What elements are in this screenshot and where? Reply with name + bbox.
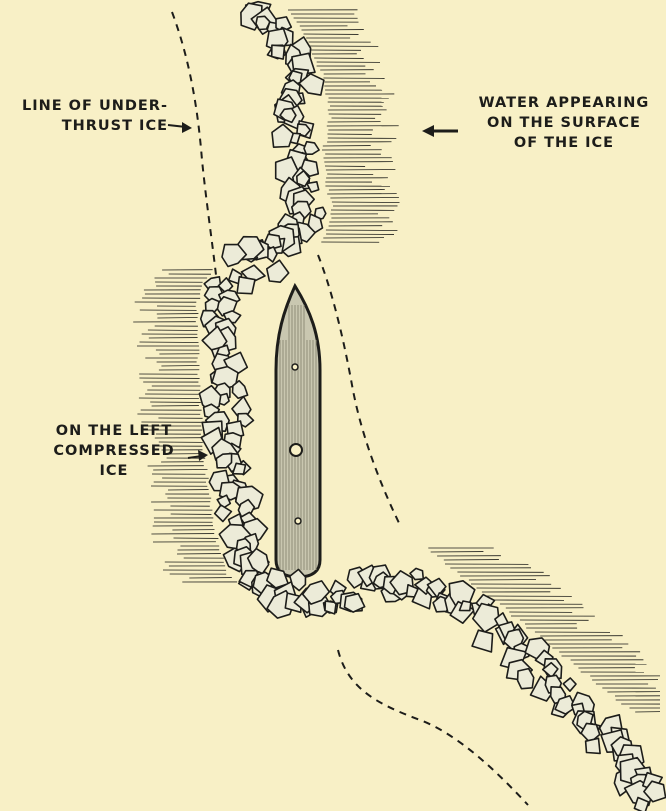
- compressed-arrow-head: [198, 450, 208, 461]
- ice-block-37: [307, 182, 319, 192]
- ice-block-188: [586, 738, 601, 753]
- label-water-line1: WATER APPEARING: [464, 93, 664, 113]
- label-water-line2: ON THE SURFACE: [464, 113, 664, 133]
- ship-porthole-bottom: [295, 518, 301, 524]
- ice-block-27: [272, 124, 293, 147]
- underthrust-line-right: [318, 255, 400, 525]
- label-water-line3: OF THE ICE: [464, 133, 664, 153]
- ship: [276, 286, 320, 577]
- label-compressed-line3: ICE: [36, 461, 192, 481]
- ice-block-163: [472, 630, 493, 652]
- ice-block-9: [272, 45, 285, 59]
- ice-block-179: [563, 678, 576, 691]
- label-compressed-line1: ON THE LEFT: [36, 421, 192, 441]
- underthrust-line-bottom: [338, 650, 528, 805]
- ice-block-29: [304, 142, 319, 155]
- label-water-surface: WATER APPEARING ON THE SURFACE OF THE IC…: [464, 93, 664, 153]
- ice-block-52: [267, 260, 289, 282]
- ship-porthole-top: [292, 364, 298, 370]
- water-arrow-head: [422, 125, 434, 137]
- label-underthrust-line2: THRUST ICE: [8, 116, 168, 136]
- ice-block-81: [233, 381, 248, 399]
- underthrust-line-left: [172, 12, 216, 275]
- label-compressed-line2: COMPRESSED: [36, 441, 192, 461]
- label-underthrust-ice: LINE OF UNDER- THRUST ICE: [8, 96, 168, 136]
- ice-block-61: [237, 277, 255, 294]
- label-compressed-ice: ON THE LEFT COMPRESSED ICE: [36, 421, 192, 481]
- label-underthrust-line1: LINE OF UNDER-: [8, 96, 168, 116]
- ship-funnel: [290, 444, 302, 456]
- underthrust-arrow-head: [182, 122, 192, 133]
